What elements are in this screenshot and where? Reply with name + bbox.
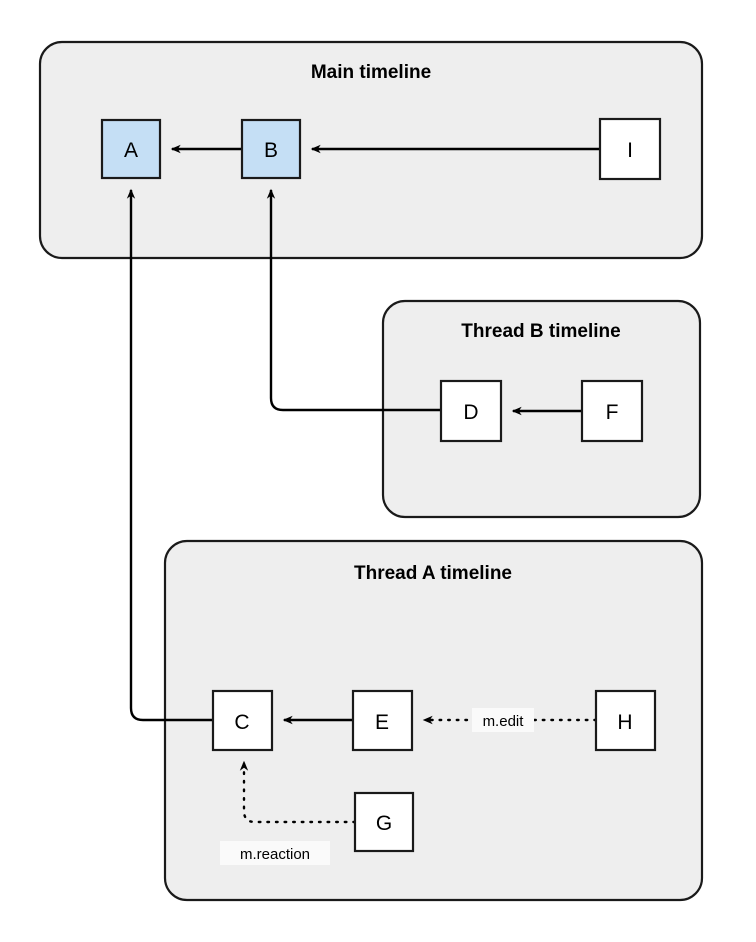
node-d-rect[interactable] bbox=[439, 379, 503, 443]
node-a-label: A bbox=[124, 139, 138, 162]
node-e-rect[interactable] bbox=[351, 689, 414, 752]
node-e-label: E bbox=[375, 711, 389, 734]
group-thread-b-timeline-title: Thread B timeline bbox=[461, 321, 620, 342]
node-c-rect[interactable] bbox=[211, 689, 274, 752]
node-i-rect[interactable] bbox=[598, 117, 662, 181]
node-e[interactable]: E bbox=[351, 689, 414, 752]
node-d[interactable]: D bbox=[439, 379, 503, 443]
node-h-rect[interactable] bbox=[594, 689, 657, 752]
node-h[interactable]: H bbox=[594, 689, 657, 752]
node-g-label: G bbox=[376, 812, 392, 835]
edge-label-m-edit-bg bbox=[472, 708, 534, 732]
group-main-timeline-title: Main timeline bbox=[311, 62, 431, 83]
edge-label-m-edit-text: m.edit bbox=[483, 713, 525, 730]
node-b[interactable]: B bbox=[240, 118, 302, 180]
node-f-rect[interactable] bbox=[580, 379, 644, 443]
node-g-rect[interactable] bbox=[353, 791, 415, 853]
node-f-label: F bbox=[606, 401, 619, 424]
node-c-label: C bbox=[234, 711, 249, 734]
edge-label-m-edit: m.edit bbox=[472, 708, 534, 732]
edge-label-m-reaction-text: m.reaction bbox=[240, 846, 310, 863]
node-d-label: D bbox=[463, 401, 478, 424]
edge-label-m-reaction-bg bbox=[220, 841, 330, 865]
edge-label-m-reaction: m.reaction bbox=[220, 841, 330, 865]
node-b-label: B bbox=[264, 139, 278, 162]
node-a-rect[interactable] bbox=[100, 118, 162, 180]
node-b-rect[interactable] bbox=[240, 118, 302, 180]
node-a[interactable]: A bbox=[100, 118, 162, 180]
edge-d-to-b bbox=[266, 188, 441, 412]
node-h-label: H bbox=[617, 711, 632, 734]
node-f[interactable]: F bbox=[580, 379, 644, 443]
node-i[interactable]: I bbox=[598, 117, 662, 181]
edge-c-to-a bbox=[126, 188, 213, 722]
node-c[interactable]: C bbox=[211, 689, 274, 752]
node-i-label: I bbox=[627, 139, 633, 162]
group-thread-a-timeline-title: Thread A timeline bbox=[354, 563, 512, 584]
group-thread-b-timeline: Thread B timeline bbox=[381, 299, 702, 519]
node-g[interactable]: G bbox=[353, 791, 415, 853]
